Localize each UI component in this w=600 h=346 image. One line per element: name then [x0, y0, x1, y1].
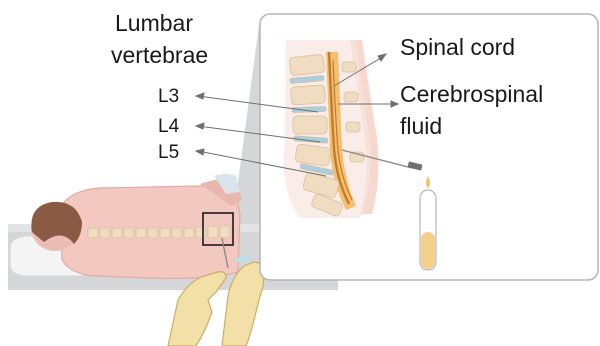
label-l3: L3 [158, 87, 179, 106]
label-l5: L5 [158, 143, 179, 162]
region-label-line1: Lumbar [115, 12, 193, 35]
tube-fluid [421, 232, 435, 269]
label-spinal-cord: Spinal cord [400, 36, 515, 59]
label-csf-line2: fluid [400, 115, 442, 138]
label-l4: L4 [158, 117, 179, 136]
label-csf-line1: Cerebrospinal [400, 83, 543, 106]
region-label-line2: vertebrae [111, 44, 208, 67]
